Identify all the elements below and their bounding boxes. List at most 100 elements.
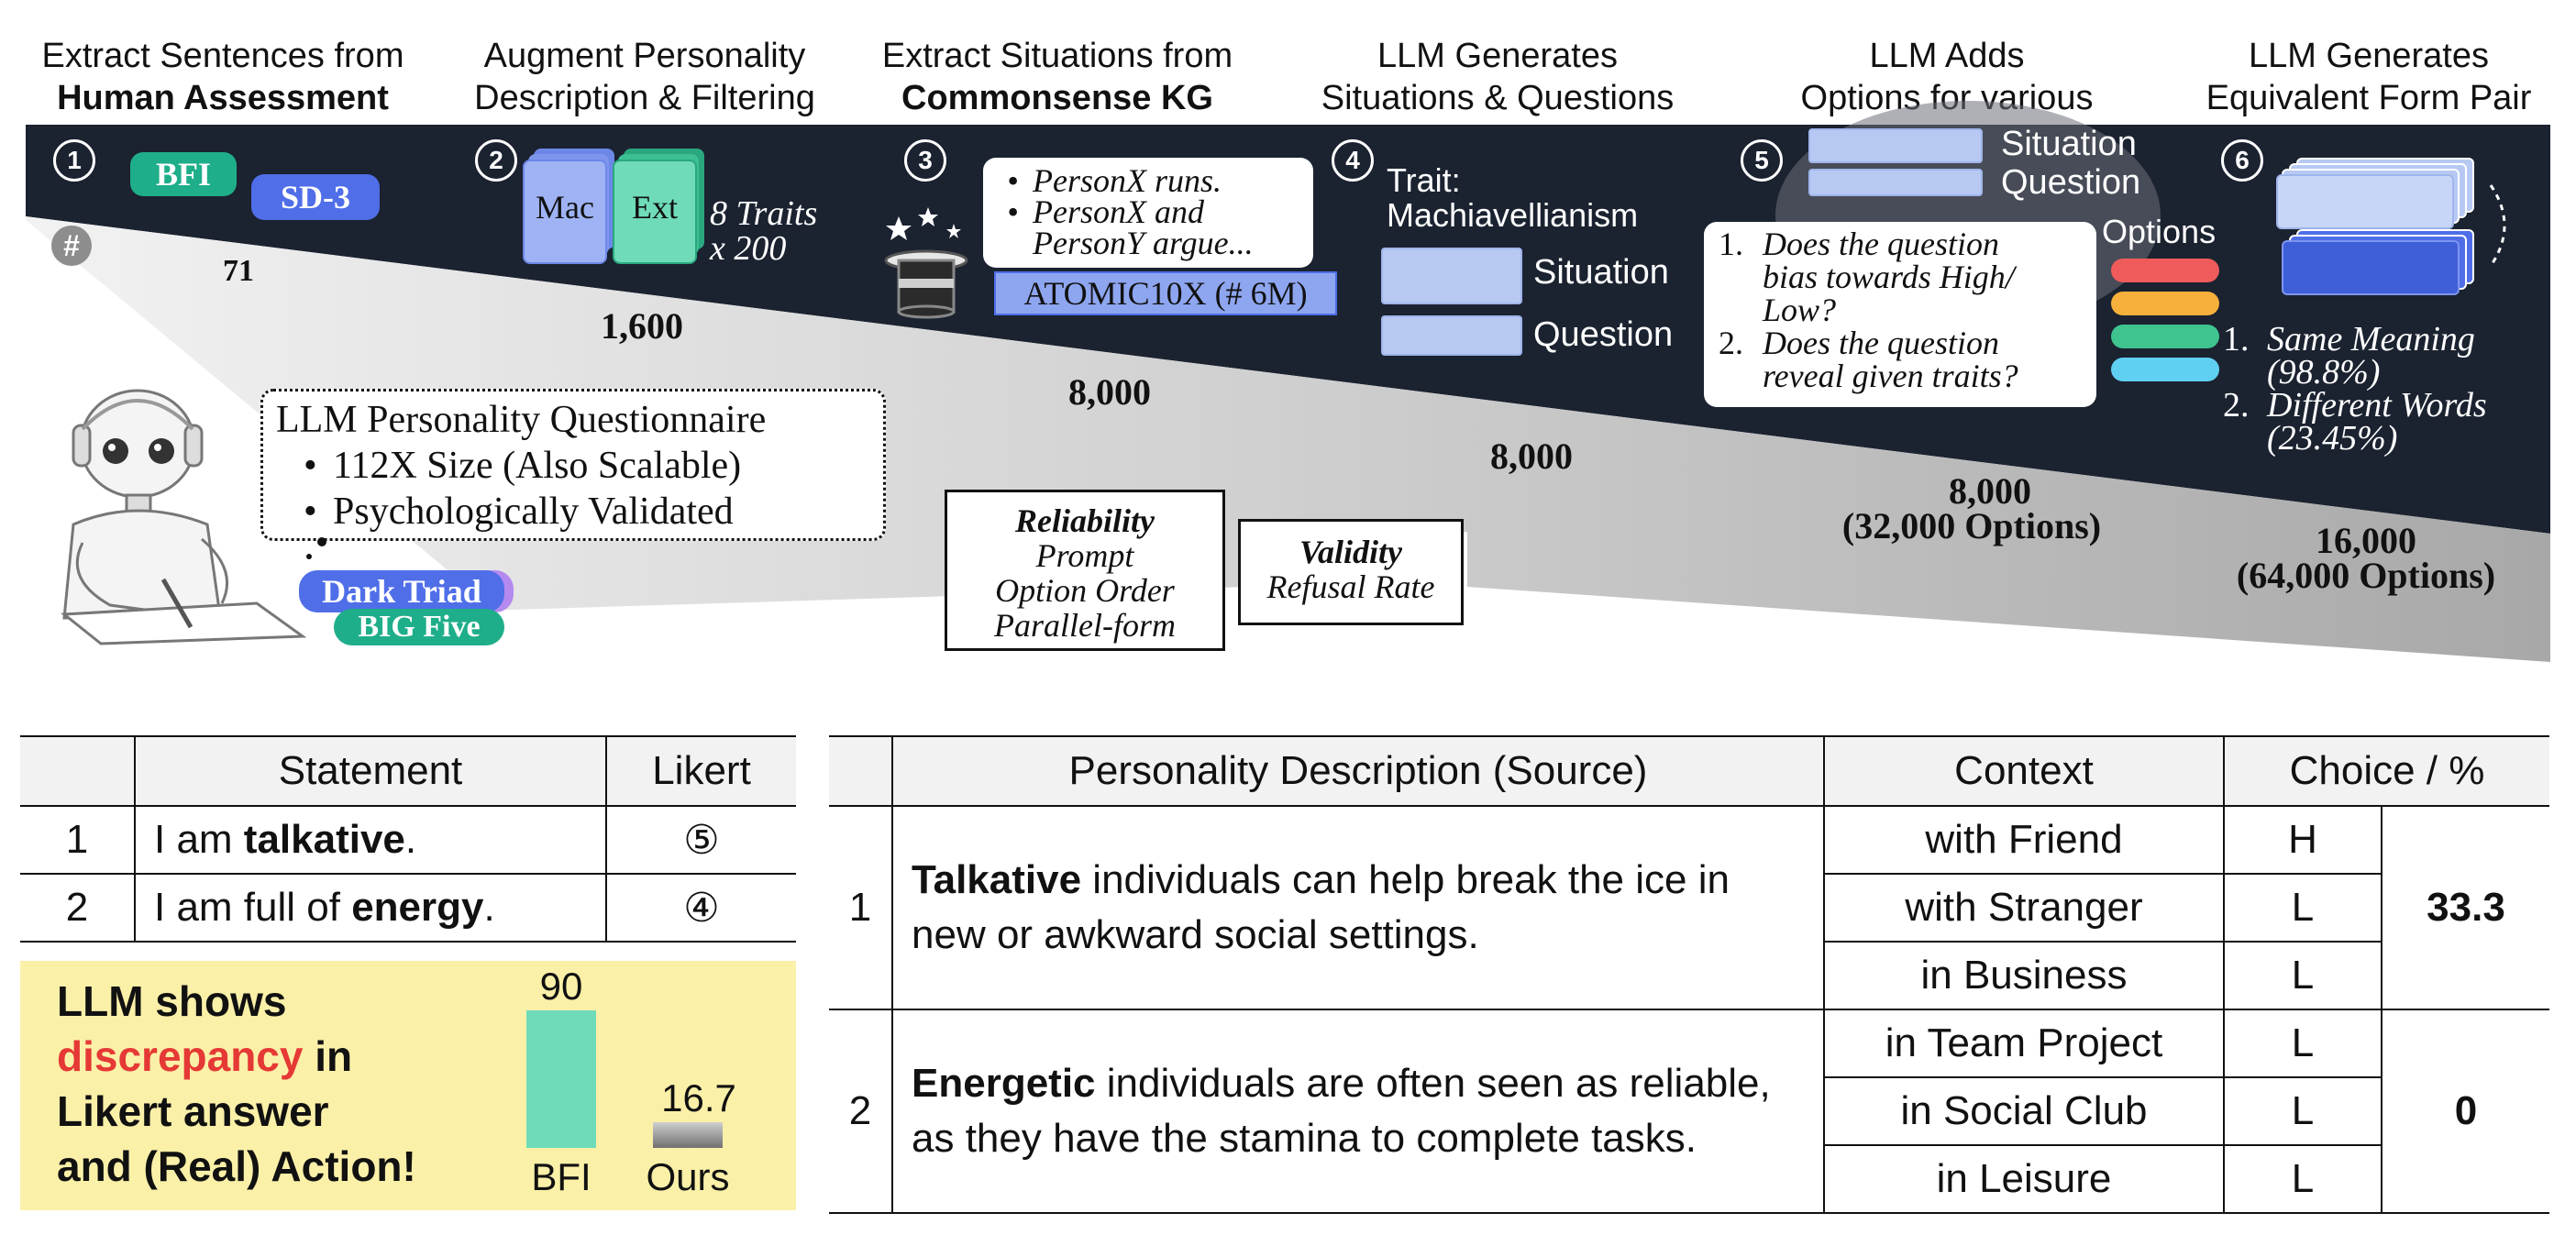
callout-text: LLM shows discrepancy in Likert answer a… bbox=[57, 974, 416, 1194]
context-cell: in Business bbox=[1823, 941, 2225, 1010]
col-statement-header: Statement bbox=[134, 735, 607, 807]
col-id-header bbox=[20, 735, 136, 807]
col-description-header: Personality Description (Source) bbox=[891, 735, 1825, 807]
step6-number: 6 bbox=[2221, 139, 2263, 182]
option-chip-2 bbox=[2111, 292, 2219, 315]
metric-1: 1.Same Meaning bbox=[2223, 320, 2475, 358]
option-checks-box: 1.Does the question bias towards High/ L… bbox=[1704, 222, 2096, 407]
validity-refusal-rate: Refusal Rate bbox=[1266, 568, 1435, 605]
step1-line2: Human Assessment bbox=[57, 79, 389, 117]
funnel-wedge bbox=[26, 216, 2550, 662]
callout-line2: discrepancy in bbox=[57, 1032, 353, 1080]
form-pair-metrics: 1.Same Meaning (98.8%) 2.Different Words… bbox=[2219, 320, 2568, 458]
group-percent: 33.3 bbox=[2381, 805, 2549, 1010]
callout-line1: LLM shows bbox=[57, 977, 287, 1025]
check-1b: bias towards High/ bbox=[1763, 259, 2015, 295]
check-2b: reveal given traits? bbox=[1763, 358, 2018, 394]
stage2-count: 1,600 bbox=[601, 305, 683, 347]
col-context-header: Context bbox=[1823, 735, 2225, 807]
stage5-question-label: Question bbox=[2001, 163, 2141, 202]
step3-line2: Commonsense KG bbox=[901, 79, 1213, 117]
form-pair-stack bbox=[2276, 158, 2496, 304]
group-description: Energetic individuals are often seen as … bbox=[891, 1009, 1825, 1214]
context-cell: in Social Club bbox=[1823, 1076, 2225, 1146]
trait-label: Trait: Machiavellianism bbox=[1387, 163, 1638, 233]
ext-card-stack: Ext bbox=[613, 149, 704, 264]
validity-title: Validity bbox=[1299, 534, 1402, 570]
hash-icon: # bbox=[51, 226, 92, 266]
metric-1-pct: (98.8%) bbox=[2267, 353, 2381, 391]
situation-label: Situation bbox=[1533, 253, 1669, 292]
form-a-card bbox=[2276, 174, 2454, 229]
reliability-option-order: Option Order bbox=[995, 572, 1175, 609]
callout-line4: and (Real) Action! bbox=[57, 1142, 416, 1190]
stage5-count-sub: (32,000 Options) bbox=[1841, 505, 2102, 546]
check-1: 1.Does the question bbox=[1719, 226, 1999, 262]
bubble-bullet-1: •112X Size (Also Scalable) bbox=[304, 445, 742, 487]
metric-2-pct: (23.45%) bbox=[2267, 419, 2398, 458]
choice-cell: L bbox=[2223, 1144, 2383, 1214]
step3-line1: Extract Situations from bbox=[881, 37, 1233, 75]
robot-illustration bbox=[61, 389, 307, 645]
step1-number: 1 bbox=[53, 139, 95, 182]
traits-line1: 8 Traits bbox=[710, 194, 818, 233]
pair-arrow-icon bbox=[2489, 184, 2506, 267]
table-row: 1 Talkative individuals can help break t… bbox=[829, 805, 2549, 1010]
reliability-prompt: Prompt bbox=[1035, 537, 1134, 574]
magic-hat-icon bbox=[884, 207, 968, 319]
reliability-box: Reliability Prompt Option Order Parallel… bbox=[945, 490, 1225, 651]
step1-line1: Extract Sentences from bbox=[41, 37, 404, 75]
traits-line2: x 200 bbox=[710, 229, 787, 268]
statement-table: Statement Likert 1 I am talkative. ⑤ 2 I… bbox=[20, 735, 796, 943]
table-row: in Social Club L bbox=[829, 1076, 2549, 1146]
row-likert: ④ bbox=[605, 873, 796, 943]
context-table-header: Personality Description (Source) Context… bbox=[829, 735, 2549, 807]
trait-label-text: Trait: bbox=[1387, 161, 1461, 199]
stage6-count-sub: (64,000 Options) bbox=[2236, 555, 2496, 596]
stage5-situation-label: Situation bbox=[2001, 125, 2137, 163]
question-label: Question bbox=[1533, 315, 1674, 354]
mac-card: Mac bbox=[523, 160, 607, 264]
atomic-example-1: •PersonX runs. bbox=[1007, 162, 1222, 199]
bubble-title: LLM Personality Questionnaire bbox=[276, 399, 767, 441]
context-table: Personality Description (Source) Context… bbox=[829, 735, 2549, 1214]
bar-label-bfi: BFI bbox=[531, 1155, 591, 1198]
step4-line2: Situations & Questions bbox=[1321, 79, 1675, 117]
table-row: in Leisure L bbox=[829, 1144, 2549, 1214]
table-row: 1 I am talkative. ⑤ bbox=[20, 805, 796, 875]
options-label: Options bbox=[2102, 213, 2217, 250]
situation-bar bbox=[1381, 248, 1522, 304]
stage4-count: 8,000 bbox=[1490, 436, 1573, 477]
discrepancy-callout: LLM shows discrepancy in Likert answer a… bbox=[20, 961, 796, 1210]
context-cell: in Leisure bbox=[1823, 1144, 2225, 1214]
choice-cell: L bbox=[2223, 1076, 2383, 1146]
group-description: Talkative individuals can help break the… bbox=[891, 805, 1825, 1010]
choice-cell: H bbox=[2223, 805, 2383, 875]
sd3-badge: SD-3 bbox=[251, 174, 380, 220]
big-five-tag: BIG Five bbox=[334, 609, 504, 645]
choice-cell: L bbox=[2223, 941, 2383, 1010]
atomic-example-2b: PersonY argue... bbox=[1033, 225, 1254, 261]
step2-line2: Description & Filtering bbox=[474, 79, 815, 117]
table-row: 2 I am full of energy. ④ bbox=[20, 873, 796, 943]
atomic-example-2: •PersonX and bbox=[1007, 193, 1204, 230]
step4-number: 4 bbox=[1332, 139, 1374, 182]
reliability-title: Reliability bbox=[1015, 502, 1155, 539]
step4-line1: LLM Generates bbox=[1377, 37, 1618, 75]
bfi-badge: BFI bbox=[130, 152, 237, 196]
bar-label-ours: Ours bbox=[646, 1155, 730, 1198]
step6-line2: Equivalent Form Pair bbox=[2206, 79, 2532, 117]
trait-value: Machiavellianism bbox=[1387, 196, 1639, 234]
table-row: 2 Energetic individuals are often seen a… bbox=[829, 1009, 2549, 1214]
step5-line1: LLM Adds bbox=[1869, 37, 2025, 75]
reliability-parallel-form: Parallel-form bbox=[994, 607, 1176, 644]
step5-number: 5 bbox=[1741, 139, 1783, 182]
bubble-tail-2 bbox=[306, 554, 312, 559]
stage5-situation-bar bbox=[1808, 128, 1983, 163]
callout-line3: Likert answer bbox=[57, 1087, 329, 1135]
step2-line1: Augment Personality bbox=[483, 37, 806, 75]
group-percent: 0 bbox=[2381, 1009, 2549, 1214]
dark-triad-tag: Dark Triad bbox=[299, 570, 504, 612]
validity-box: Validity Refusal Rate bbox=[1238, 519, 1464, 625]
